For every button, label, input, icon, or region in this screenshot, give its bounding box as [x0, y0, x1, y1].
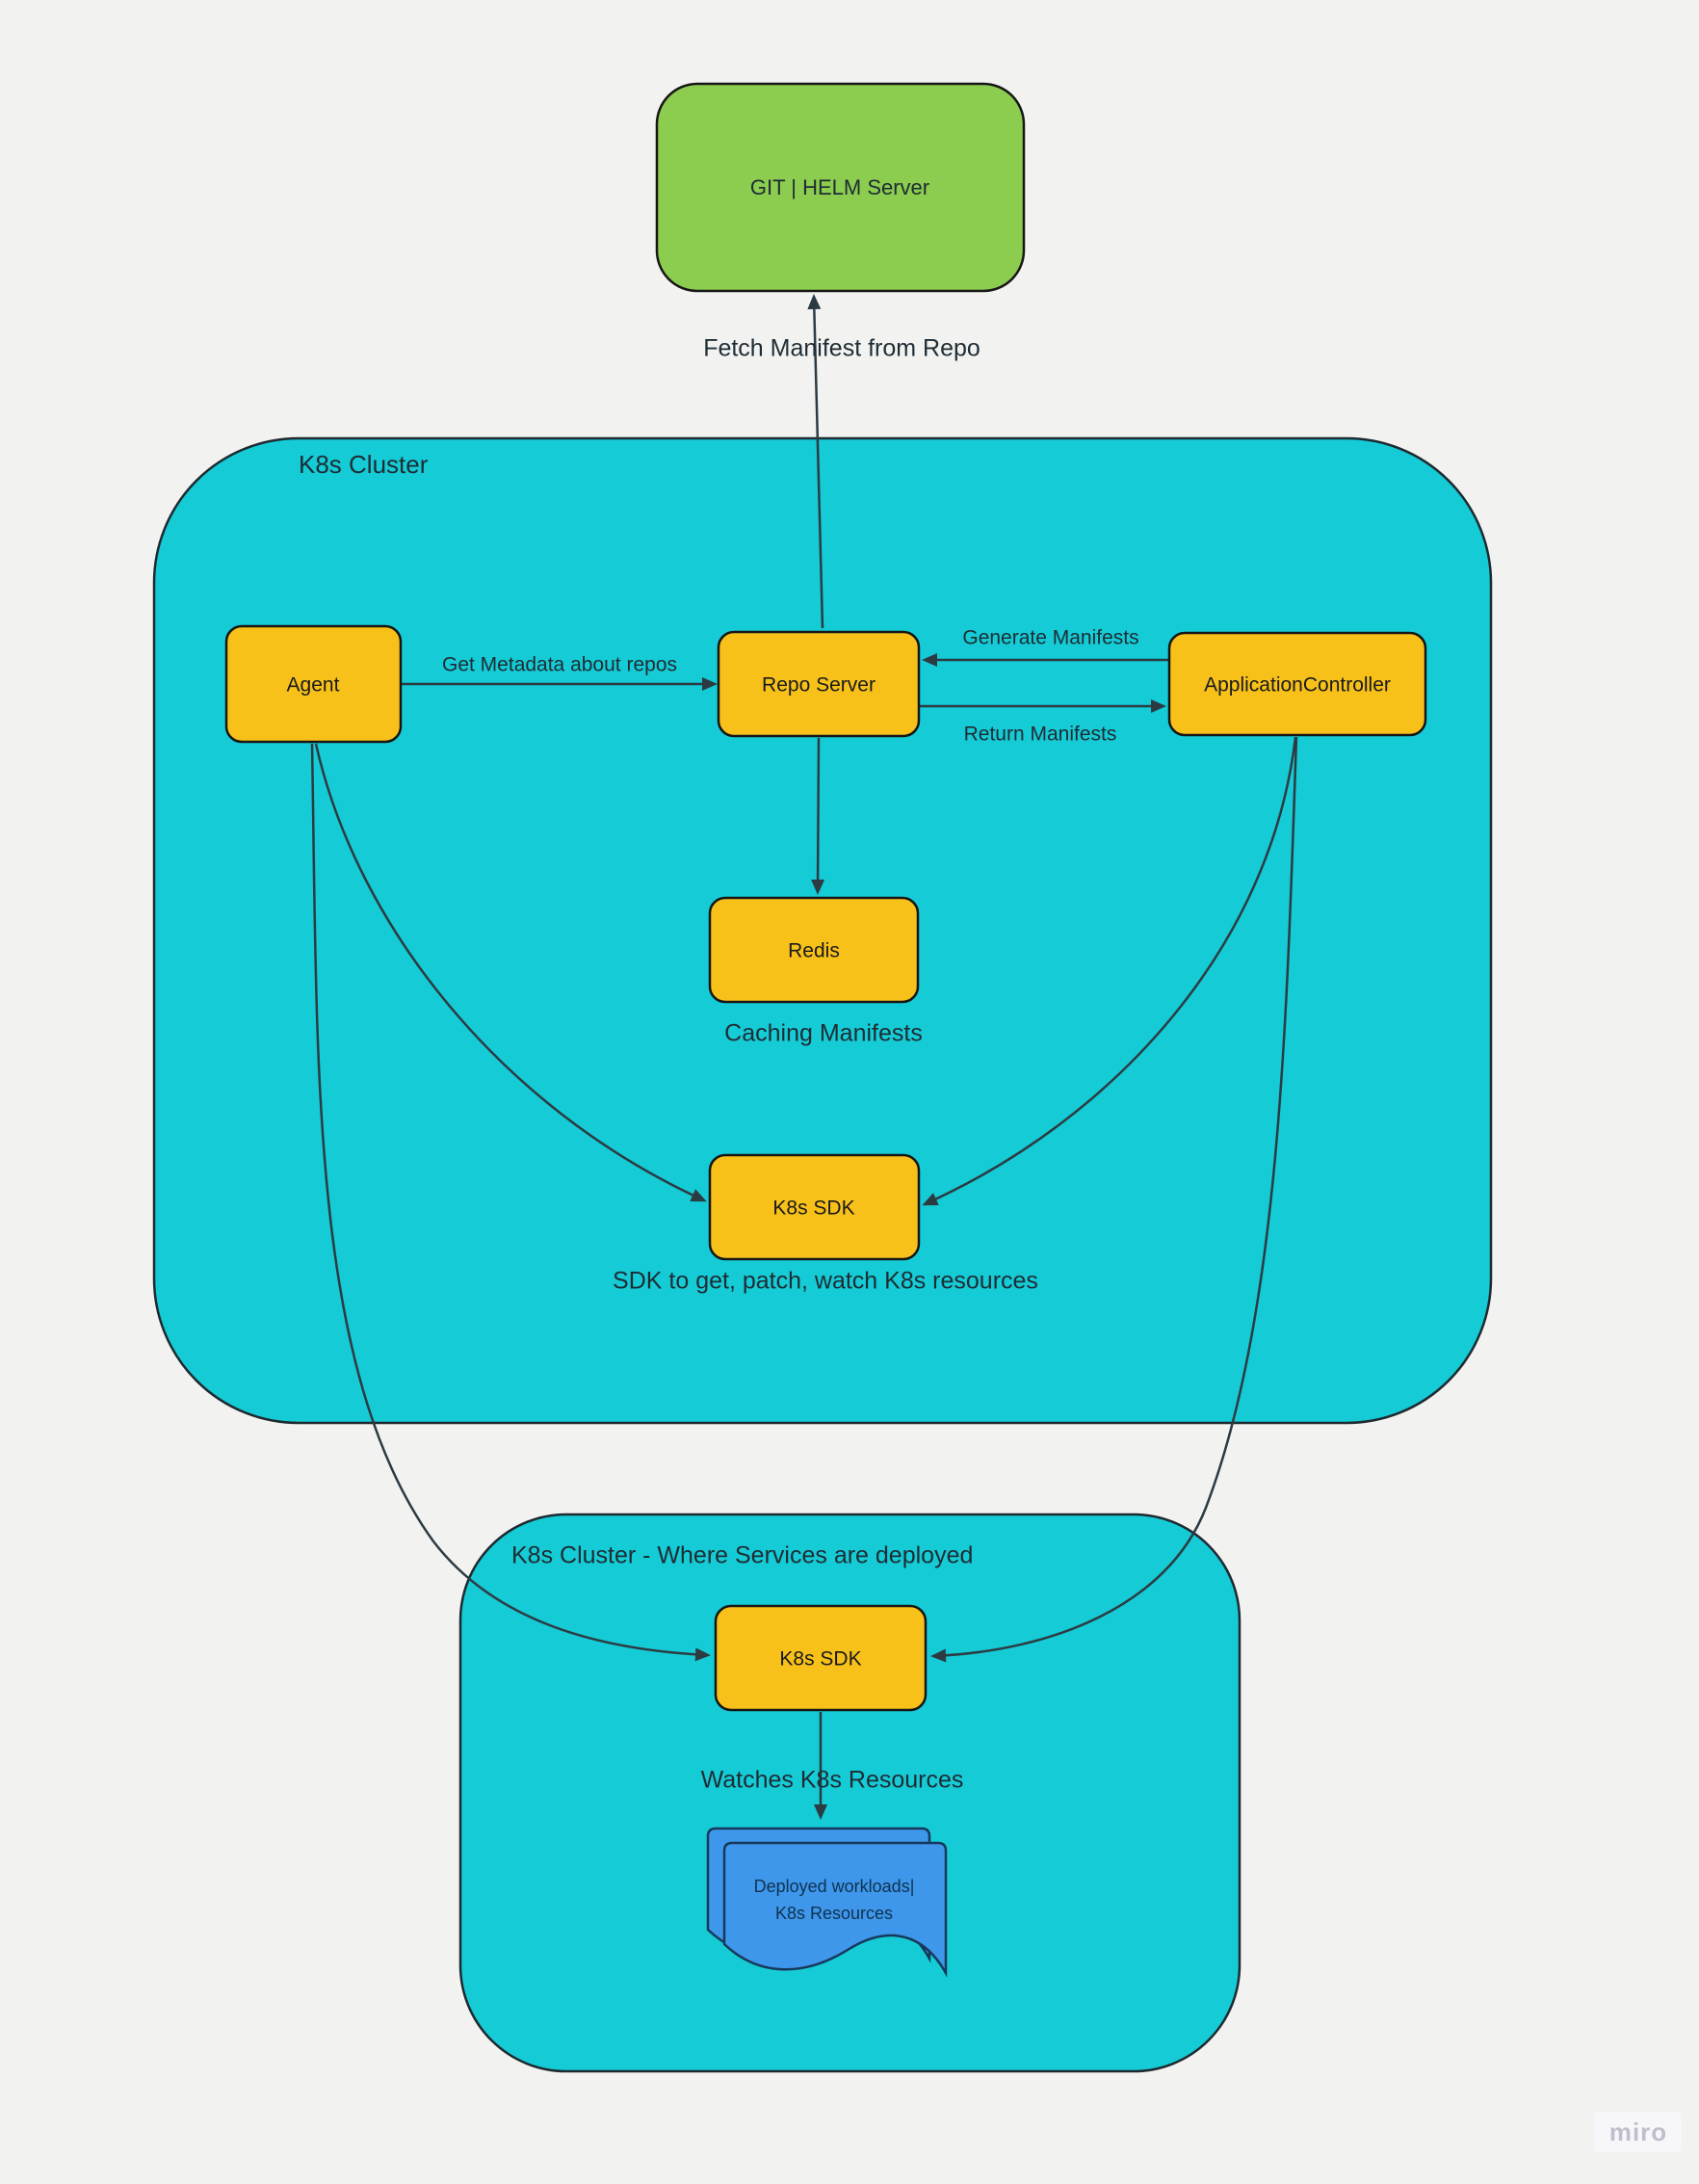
agent-shape[interactable]	[224, 624, 403, 744]
agent-label: Agent	[287, 674, 340, 697]
k8s-sdk-deploy-label: K8s SDK	[779, 1648, 861, 1671]
label-generate-manifests[interactable]: Generate Manifests	[962, 627, 1138, 649]
node-redis[interactable]: Redis	[708, 896, 920, 1004]
label-caching-manifests[interactable]: Caching Manifests	[724, 1020, 923, 1047]
edge-repo-server-to-redis[interactable]	[811, 737, 825, 895]
node-repo-server[interactable]: Repo Server	[717, 630, 921, 738]
label-return-manifests[interactable]: Return Manifests	[964, 724, 1117, 746]
miro-watermark-background	[1595, 2112, 1682, 2152]
k8s-sdk-main-label: K8s SDK	[772, 1197, 854, 1220]
k8s-sdk-deploy-shape[interactable]	[714, 1604, 928, 1712]
node-application-controller[interactable]: ApplicationController	[1167, 631, 1427, 737]
edge-repo-server-to-git[interactable]	[807, 294, 824, 629]
repo-server-shape[interactable]	[717, 630, 921, 738]
workloads-document-front-shape[interactable]	[722, 1841, 948, 1978]
redis-label: Redis	[788, 940, 840, 962]
node-deployed-workloads-document[interactable]: Deployed workloads| K8s Resources	[706, 1827, 948, 1978]
node-k8s-sdk-main[interactable]: K8s SDK	[708, 1153, 921, 1261]
node-git-helm-server[interactable]: GIT | HELM Server	[655, 82, 1026, 293]
cluster-main-title[interactable]: K8s Cluster	[299, 450, 429, 479]
workloads-document-label-line2: K8s Resources	[775, 1904, 893, 1923]
k8s-sdk-main-shape[interactable]	[708, 1153, 921, 1261]
application-controller-label: ApplicationController	[1204, 674, 1391, 697]
redis-shape[interactable]	[708, 896, 920, 1004]
node-k8s-sdk-deploy[interactable]: K8s SDK	[714, 1604, 928, 1712]
edge-agent-to-sdk-main[interactable]	[314, 743, 707, 1202]
label-sdk-caption[interactable]: SDK to get, patch, watch K8s resources	[613, 1268, 1038, 1295]
node-agent[interactable]: Agent	[224, 624, 403, 744]
miro-watermark[interactable]: miro	[1595, 2112, 1682, 2152]
label-fetch-manifest[interactable]: Fetch Manifest from Repo	[703, 335, 980, 362]
git-helm-server-label: GIT | HELM Server	[750, 175, 929, 199]
application-controller-shape[interactable]	[1167, 631, 1427, 737]
label-get-metadata[interactable]: Get Metadata about repos	[442, 654, 677, 676]
git-helm-server-shape[interactable]	[655, 82, 1026, 293]
miro-watermark-label: miro	[1609, 2118, 1667, 2146]
edge-appcontroller-to-sdk-main[interactable]	[922, 736, 1297, 1206]
label-watches-resources[interactable]: Watches K8s Resources	[701, 1767, 964, 1794]
edge-agent-to-sdk-deploy[interactable]	[310, 743, 711, 1662]
cluster-deploy-title[interactable]: K8s Cluster - Where Services are deploye…	[511, 1542, 973, 1569]
cluster-deploy-container[interactable]	[458, 1513, 1242, 2073]
workloads-document-label-line1: Deployed workloads|	[754, 1877, 915, 1896]
edge-appcontroller-to-sdk-deploy[interactable]	[930, 736, 1298, 1663]
repo-server-label: Repo Server	[762, 674, 876, 697]
